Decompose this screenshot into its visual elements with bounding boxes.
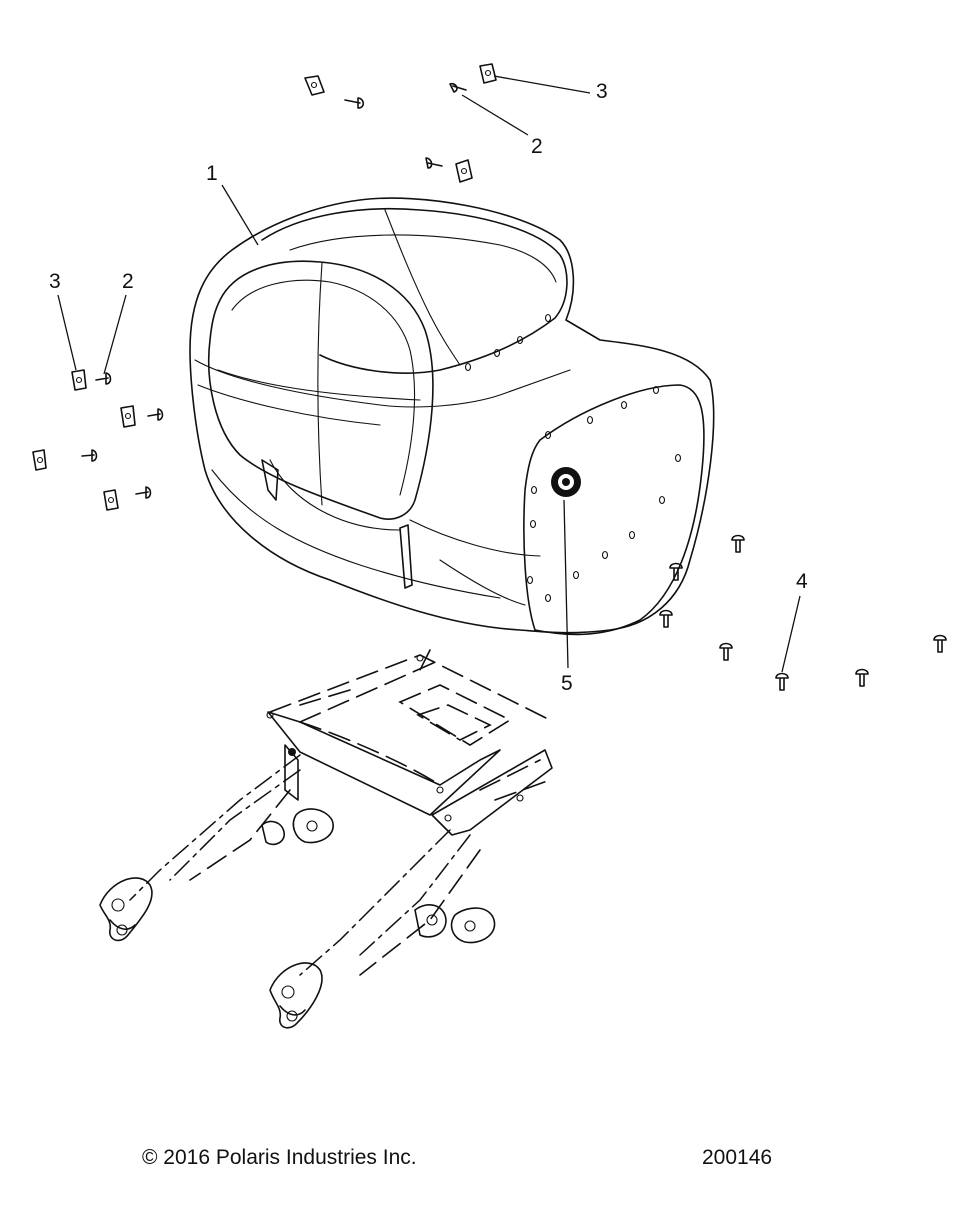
callout-4: 4 [796,570,808,593]
left-clevis [99,877,153,942]
callout-2-top: 2 [531,135,543,158]
right-clevis [269,962,323,1029]
callout-2-left: 2 [122,270,134,293]
callout-1: 1 [206,162,218,185]
screw-icon [344,97,365,109]
callout-5: 5 [561,672,573,695]
screw-icon [719,642,733,661]
clip-icon [304,75,325,96]
clip-icon [71,369,87,391]
copyright-text: © 2016 Polaris Industries Inc. [142,1146,417,1169]
rivet-row-lid [464,313,552,372]
callout-3-top: 3 [596,80,608,103]
clip-icon [32,449,47,471]
screw-icon [669,562,683,581]
screw-icon [95,372,112,385]
drawing-number: 200146 [702,1146,772,1169]
screw-icon [147,408,164,421]
screw-icon [731,534,745,553]
screw-icon [775,672,789,691]
screw-icon [855,668,869,687]
clip-icon [120,405,136,428]
clip-icon [103,489,119,511]
callout-3-left: 3 [49,270,61,293]
rivet-row-side [526,385,682,603]
screw-icon [659,609,673,628]
trunk-body [189,197,715,636]
clip-icon [455,159,473,183]
clip-icon [479,63,497,84]
emblem-icon [551,467,581,497]
screw-icon [449,82,467,93]
screw-icon [933,634,947,653]
screw-icon [425,157,443,169]
screw-icon [81,449,98,462]
screw-icon [135,486,152,499]
mounting-rack [99,649,553,1029]
